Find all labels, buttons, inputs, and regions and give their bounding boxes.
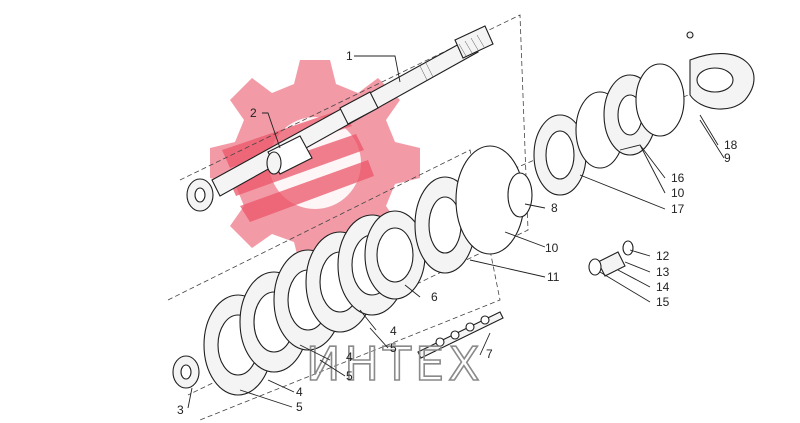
callout-6: 6 (431, 290, 438, 304)
leader-lines (187, 55, 725, 409)
callout-12: 12 (656, 249, 670, 263)
shaft-spline-end (454, 25, 494, 59)
watermark-stripes (222, 110, 374, 222)
cap-screw (686, 31, 694, 39)
fitting-ring (588, 258, 602, 276)
callout-1: 1 (346, 49, 353, 63)
fitting-seal (622, 240, 634, 256)
callout-16: 16 (671, 171, 685, 185)
shaft-collar (339, 91, 379, 125)
callout-4c: 4 (390, 324, 397, 338)
fitting-body (597, 251, 626, 277)
lower-frame-dash (167, 149, 501, 421)
clutch-disc-stack (203, 210, 426, 396)
callout-4b: 4 (346, 350, 353, 364)
callout-18: 18 (724, 138, 738, 152)
callout-7: 7 (486, 347, 493, 361)
callout-15: 15 (656, 295, 670, 309)
hydraulic-fitting (588, 240, 634, 277)
small-spline-gear (172, 178, 214, 389)
callout-5b: 5 (346, 369, 353, 383)
callout-2: 2 (250, 106, 257, 120)
callout-5a: 5 (296, 400, 303, 414)
bushing-end (266, 151, 282, 175)
retaining-ring (635, 63, 685, 137)
end-cover-assembly (575, 31, 755, 169)
bushing (266, 135, 313, 175)
callout-3: 3 (177, 403, 184, 417)
valve-stack (417, 311, 504, 359)
small-o-ring (507, 172, 533, 218)
callout-10a: 10 (671, 186, 685, 200)
callout-9: 9 (724, 151, 731, 165)
callout-8: 8 (551, 201, 558, 215)
upper-frame-dash (179, 14, 529, 396)
callout-17: 17 (671, 202, 685, 216)
callout-13: 13 (656, 265, 670, 279)
clutch-piston-hub (414, 114, 587, 274)
callout-11: 11 (547, 270, 560, 284)
callout-labels: 1 2 3 4 4 4 5 5 5 6 7 8 9 10 10 11 12 13… (177, 49, 738, 417)
callout-14: 14 (656, 280, 670, 294)
callout-5c: 5 (390, 341, 397, 355)
callout-10b: 10 (545, 241, 559, 255)
callout-4a: 4 (296, 385, 303, 399)
watermark-text: ИНТЕХ (306, 337, 484, 391)
